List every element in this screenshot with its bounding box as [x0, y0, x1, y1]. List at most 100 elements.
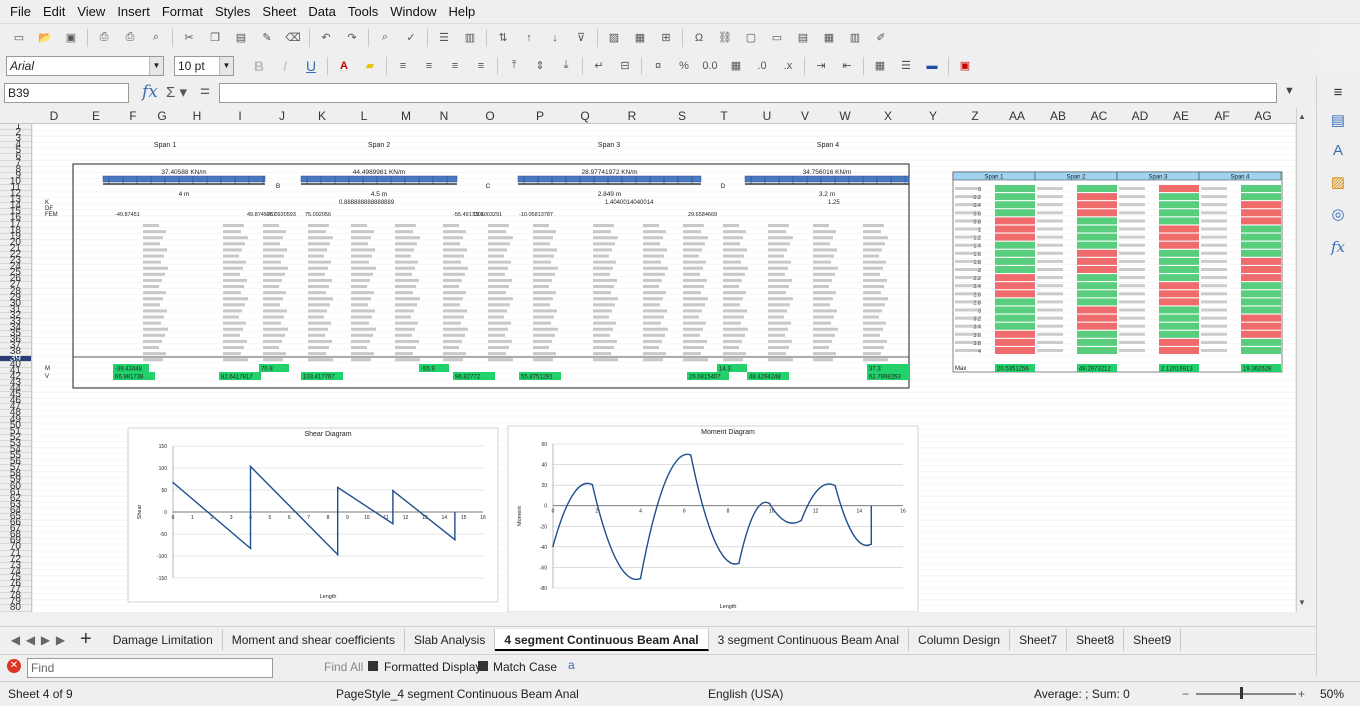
column-header-j[interactable]: J: [279, 109, 285, 123]
column-header-ad[interactable]: AD: [1131, 109, 1149, 123]
chevron-down-icon[interactable]: ▼: [149, 56, 163, 75]
row-header[interactable]: 44: [0, 383, 31, 394]
row-header[interactable]: 24: [0, 262, 31, 272]
row-header[interactable]: 8: [0, 164, 31, 174]
row-header[interactable]: 5: [0, 146, 31, 156]
define-print-area-icon[interactable]: ▤: [797, 32, 809, 44]
sheet-tab[interactable]: Slab Analysis: [405, 628, 496, 651]
row-header[interactable]: 13: [0, 195, 31, 205]
sort-icon[interactable]: ⇅: [498, 32, 508, 44]
row-header[interactable]: 70: [0, 542, 31, 552]
sheet-tab[interactable]: Column Design: [909, 628, 1011, 651]
menu-format[interactable]: Format: [161, 4, 203, 19]
column-header-t[interactable]: T: [720, 109, 728, 123]
column-header-y[interactable]: Y: [928, 109, 937, 123]
formula-input[interactable]: [219, 83, 1277, 103]
align-center-icon[interactable]: ≡: [425, 59, 433, 72]
zoom-slider[interactable]: [1196, 693, 1296, 695]
align-bottom-icon[interactable]: ⤓: [563, 59, 569, 71]
name-box[interactable]: B39: [4, 83, 129, 103]
chevron-down-icon[interactable]: ▼: [219, 56, 233, 75]
add-decimal-icon[interactable]: .0: [757, 59, 767, 72]
row-header[interactable]: 69: [0, 536, 31, 546]
row-header[interactable]: 43: [0, 377, 31, 388]
print-icon[interactable]: ⎙: [125, 31, 135, 43]
row-header[interactable]: 29: [0, 292, 31, 302]
row-header[interactable]: 59: [0, 475, 31, 485]
center-vertically-icon[interactable]: ⇕: [535, 60, 545, 72]
row-header[interactable]: 3: [0, 134, 31, 144]
properties-icon[interactable]: ▤: [1330, 112, 1346, 129]
row-header[interactable]: 36: [0, 335, 31, 345]
percent-format-icon[interactable]: %: [679, 59, 689, 72]
new-document-icon[interactable]: ▭: [13, 32, 25, 44]
row-header[interactable]: 49: [0, 414, 31, 424]
show-draw-functions-icon[interactable]: ✐: [876, 32, 886, 44]
row-header[interactable]: 40: [0, 359, 31, 369]
last-sheet-icon[interactable]: ▶: [55, 632, 66, 647]
row-header[interactable]: 62: [0, 493, 31, 503]
row-header[interactable]: 64: [0, 505, 31, 515]
column-header-g[interactable]: G: [157, 109, 167, 123]
column-header-aa[interactable]: AA: [1008, 109, 1025, 123]
column-header-ae[interactable]: AE: [1172, 109, 1189, 123]
justify-icon[interactable]: ≡: [477, 59, 485, 72]
row-header[interactable]: 56: [0, 457, 31, 467]
vertical-scrollbar[interactable]: ▲ ▼: [1296, 108, 1310, 612]
export-pdf-icon[interactable]: ⎙: [99, 31, 109, 43]
column-header-x[interactable]: X: [883, 109, 892, 123]
column-header-o[interactable]: O: [485, 109, 495, 123]
sort-ascending-icon[interactable]: ↑: [526, 31, 532, 44]
row-header[interactable]: 46: [0, 396, 31, 406]
row-icon[interactable]: ☰: [439, 32, 449, 44]
row-header[interactable]: 4: [0, 140, 31, 150]
row-header[interactable]: 19: [0, 231, 31, 241]
delete-decimal-icon[interactable]: .x: [783, 59, 793, 72]
column-header-l[interactable]: L: [360, 109, 368, 123]
pivot-table-icon[interactable]: ⊞: [661, 32, 671, 44]
row-header[interactable]: 7: [0, 158, 31, 168]
zoom-out-icon[interactable]: −: [1182, 687, 1190, 701]
row-header[interactable]: 18: [0, 225, 31, 235]
border-color-icon[interactable]: ▬: [926, 59, 938, 72]
sheet-tab[interactable]: Sheet8: [1067, 628, 1125, 651]
row-header[interactable]: 78: [0, 591, 31, 601]
menu-sheet[interactable]: Sheet: [262, 4, 297, 19]
highlight-color-icon[interactable]: ▰: [365, 60, 375, 72]
wrap-text-icon[interactable]: ↵: [594, 60, 604, 72]
column-header-u[interactable]: U: [762, 109, 772, 123]
print-preview-icon[interactable]: ⌕: [152, 31, 160, 43]
row-header[interactable]: 16: [0, 213, 31, 223]
column-header-af[interactable]: AF: [1214, 109, 1230, 123]
special-character-icon[interactable]: Ω: [694, 31, 704, 44]
close-find-icon[interactable]: ✕: [7, 659, 21, 673]
row-header[interactable]: 11: [0, 182, 31, 193]
row-header[interactable]: 58: [0, 469, 31, 479]
redo-icon[interactable]: ↷: [347, 32, 357, 44]
headers-footers-icon[interactable]: ▭: [771, 32, 783, 44]
row-header[interactable]: 17: [0, 219, 31, 229]
row-header[interactable]: 10: [0, 176, 31, 186]
conditional-formatting-icon[interactable]: ▣: [959, 60, 971, 72]
row-header[interactable]: 73: [0, 560, 31, 570]
autofilter-icon[interactable]: ⊽: [576, 32, 586, 44]
row-header[interactable]: 60: [0, 481, 31, 491]
row-header[interactable]: 30: [0, 298, 31, 308]
menu-file[interactable]: File: [10, 4, 31, 19]
next-sheet-icon[interactable]: ▶: [40, 632, 51, 647]
row-header[interactable]: 32: [0, 310, 31, 320]
align-left-icon[interactable]: ≡: [399, 59, 407, 72]
underline-button[interactable]: U: [305, 57, 317, 74]
cut-icon[interactable]: ✂: [184, 32, 194, 44]
row-header[interactable]: 21: [0, 243, 31, 253]
row-header[interactable]: 38: [0, 347, 31, 357]
row-header[interactable]: 41: [0, 365, 31, 375]
currency-format-icon[interactable]: ¤: [654, 59, 662, 72]
scroll-down-icon[interactable]: ▼: [1298, 598, 1306, 607]
column-header-w[interactable]: W: [839, 109, 851, 123]
column-header-k[interactable]: K: [317, 109, 326, 123]
row-header[interactable]: 2: [0, 128, 31, 138]
column-header-q[interactable]: Q: [580, 109, 590, 123]
column-header-p[interactable]: P: [535, 109, 544, 123]
sum-icon[interactable]: Σ ▾: [166, 84, 187, 101]
